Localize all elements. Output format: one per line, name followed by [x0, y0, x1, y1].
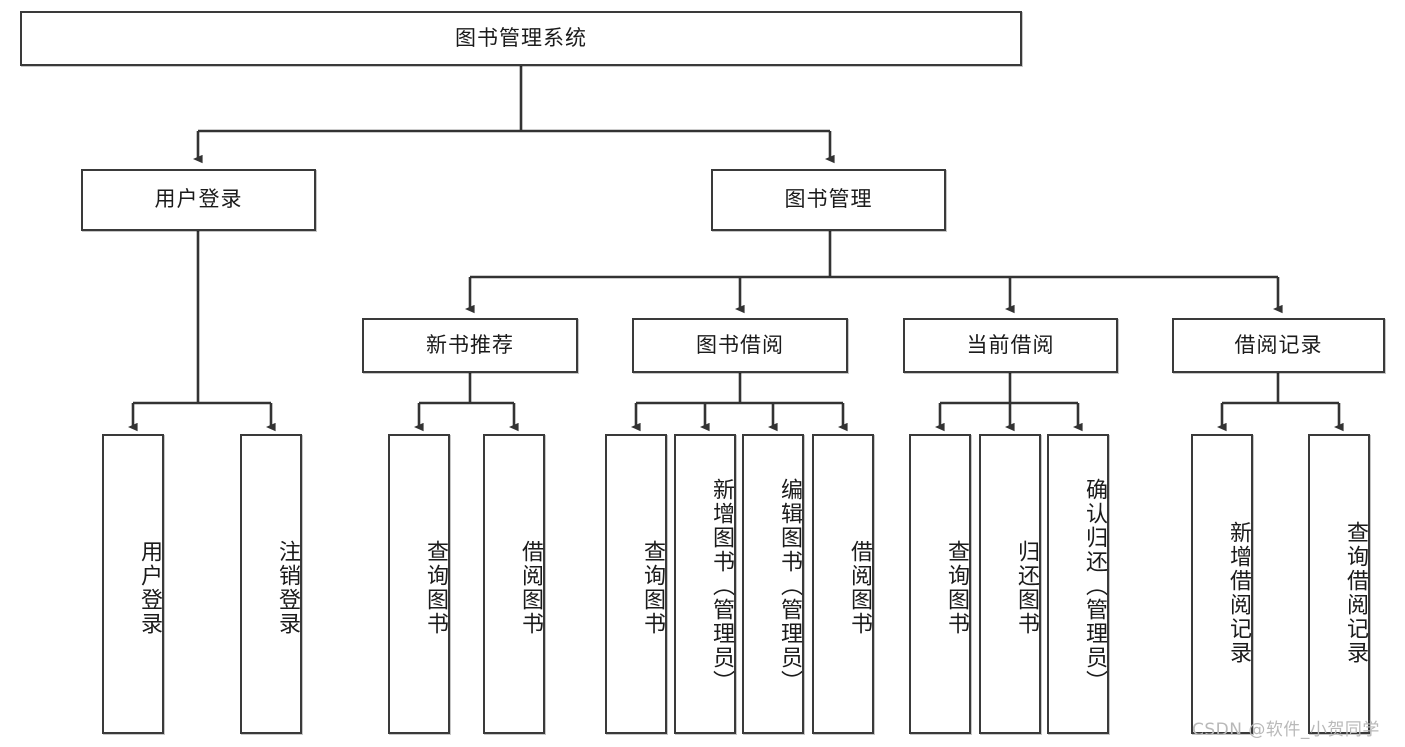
- leaf-user-login-1-label: 用户登录: [137, 540, 162, 636]
- leaf-book-borrow-4-label: 借阅图书: [847, 540, 872, 636]
- leaf-current-borrow-1-label: 查询图书: [944, 540, 969, 636]
- leaf-current-borrow-1[interactable]: 查询图书: [909, 434, 971, 734]
- node-root-label: 图书管理系统: [455, 25, 587, 50]
- leaf-current-borrow-3[interactable]: 确认归还（管理员）: [1047, 434, 1109, 734]
- node-new-book-recommend[interactable]: 新书推荐: [362, 318, 578, 373]
- leaf-current-borrow-2-label: 归还图书: [1014, 540, 1039, 636]
- leaf-book-borrow-2[interactable]: 新增图书（管理员）: [674, 434, 736, 734]
- leaf-new-book-2[interactable]: 借阅图书: [483, 434, 545, 734]
- leaf-current-borrow-3-label: 确认归还（管理员）: [1082, 478, 1107, 694]
- leaf-user-login-1[interactable]: 用户登录: [102, 434, 164, 734]
- watermark: CSDN @软件_小贺同学: [1192, 720, 1380, 740]
- node-current-borrow[interactable]: 当前借阅: [903, 318, 1118, 373]
- leaf-new-book-1-label: 查询图书: [423, 540, 448, 636]
- node-user-login[interactable]: 用户登录: [81, 169, 316, 231]
- leaf-borrow-record-1[interactable]: 新增借阅记录: [1191, 434, 1253, 734]
- node-current-borrow-label: 当前借阅: [966, 332, 1055, 357]
- node-book-manage-label: 图书管理: [784, 187, 873, 212]
- node-borrow-record[interactable]: 借阅记录: [1172, 318, 1385, 373]
- node-borrow-record-label: 借阅记录: [1234, 332, 1323, 357]
- node-book-manage[interactable]: 图书管理: [711, 169, 946, 231]
- leaf-user-login-2[interactable]: 注销登录: [240, 434, 302, 734]
- node-new-book-recommend-label: 新书推荐: [426, 332, 514, 357]
- leaf-borrow-record-1-label: 新增借阅记录: [1226, 521, 1251, 665]
- leaf-new-book-2-label: 借阅图书: [518, 540, 543, 636]
- leaf-book-borrow-4[interactable]: 借阅图书: [812, 434, 874, 734]
- leaf-current-borrow-2[interactable]: 归还图书: [979, 434, 1041, 734]
- leaf-borrow-record-2-label: 查询借阅记录: [1343, 521, 1368, 665]
- leaf-book-borrow-2-label: 新增图书（管理员）: [709, 478, 734, 694]
- leaf-book-borrow-1-label: 查询图书: [640, 540, 665, 636]
- leaf-user-login-2-label: 注销登录: [275, 540, 300, 636]
- leaf-book-borrow-1[interactable]: 查询图书: [605, 434, 667, 734]
- node-book-borrow-label: 图书借阅: [696, 332, 784, 357]
- node-book-borrow[interactable]: 图书借阅: [632, 318, 848, 373]
- node-user-login-label: 用户登录: [154, 187, 243, 212]
- leaf-book-borrow-3-label: 编辑图书（管理员）: [777, 478, 802, 694]
- node-root[interactable]: 图书管理系统: [20, 11, 1022, 66]
- leaf-new-book-1[interactable]: 查询图书: [388, 434, 450, 734]
- leaf-borrow-record-2[interactable]: 查询借阅记录: [1308, 434, 1370, 734]
- leaf-book-borrow-3[interactable]: 编辑图书（管理员）: [742, 434, 804, 734]
